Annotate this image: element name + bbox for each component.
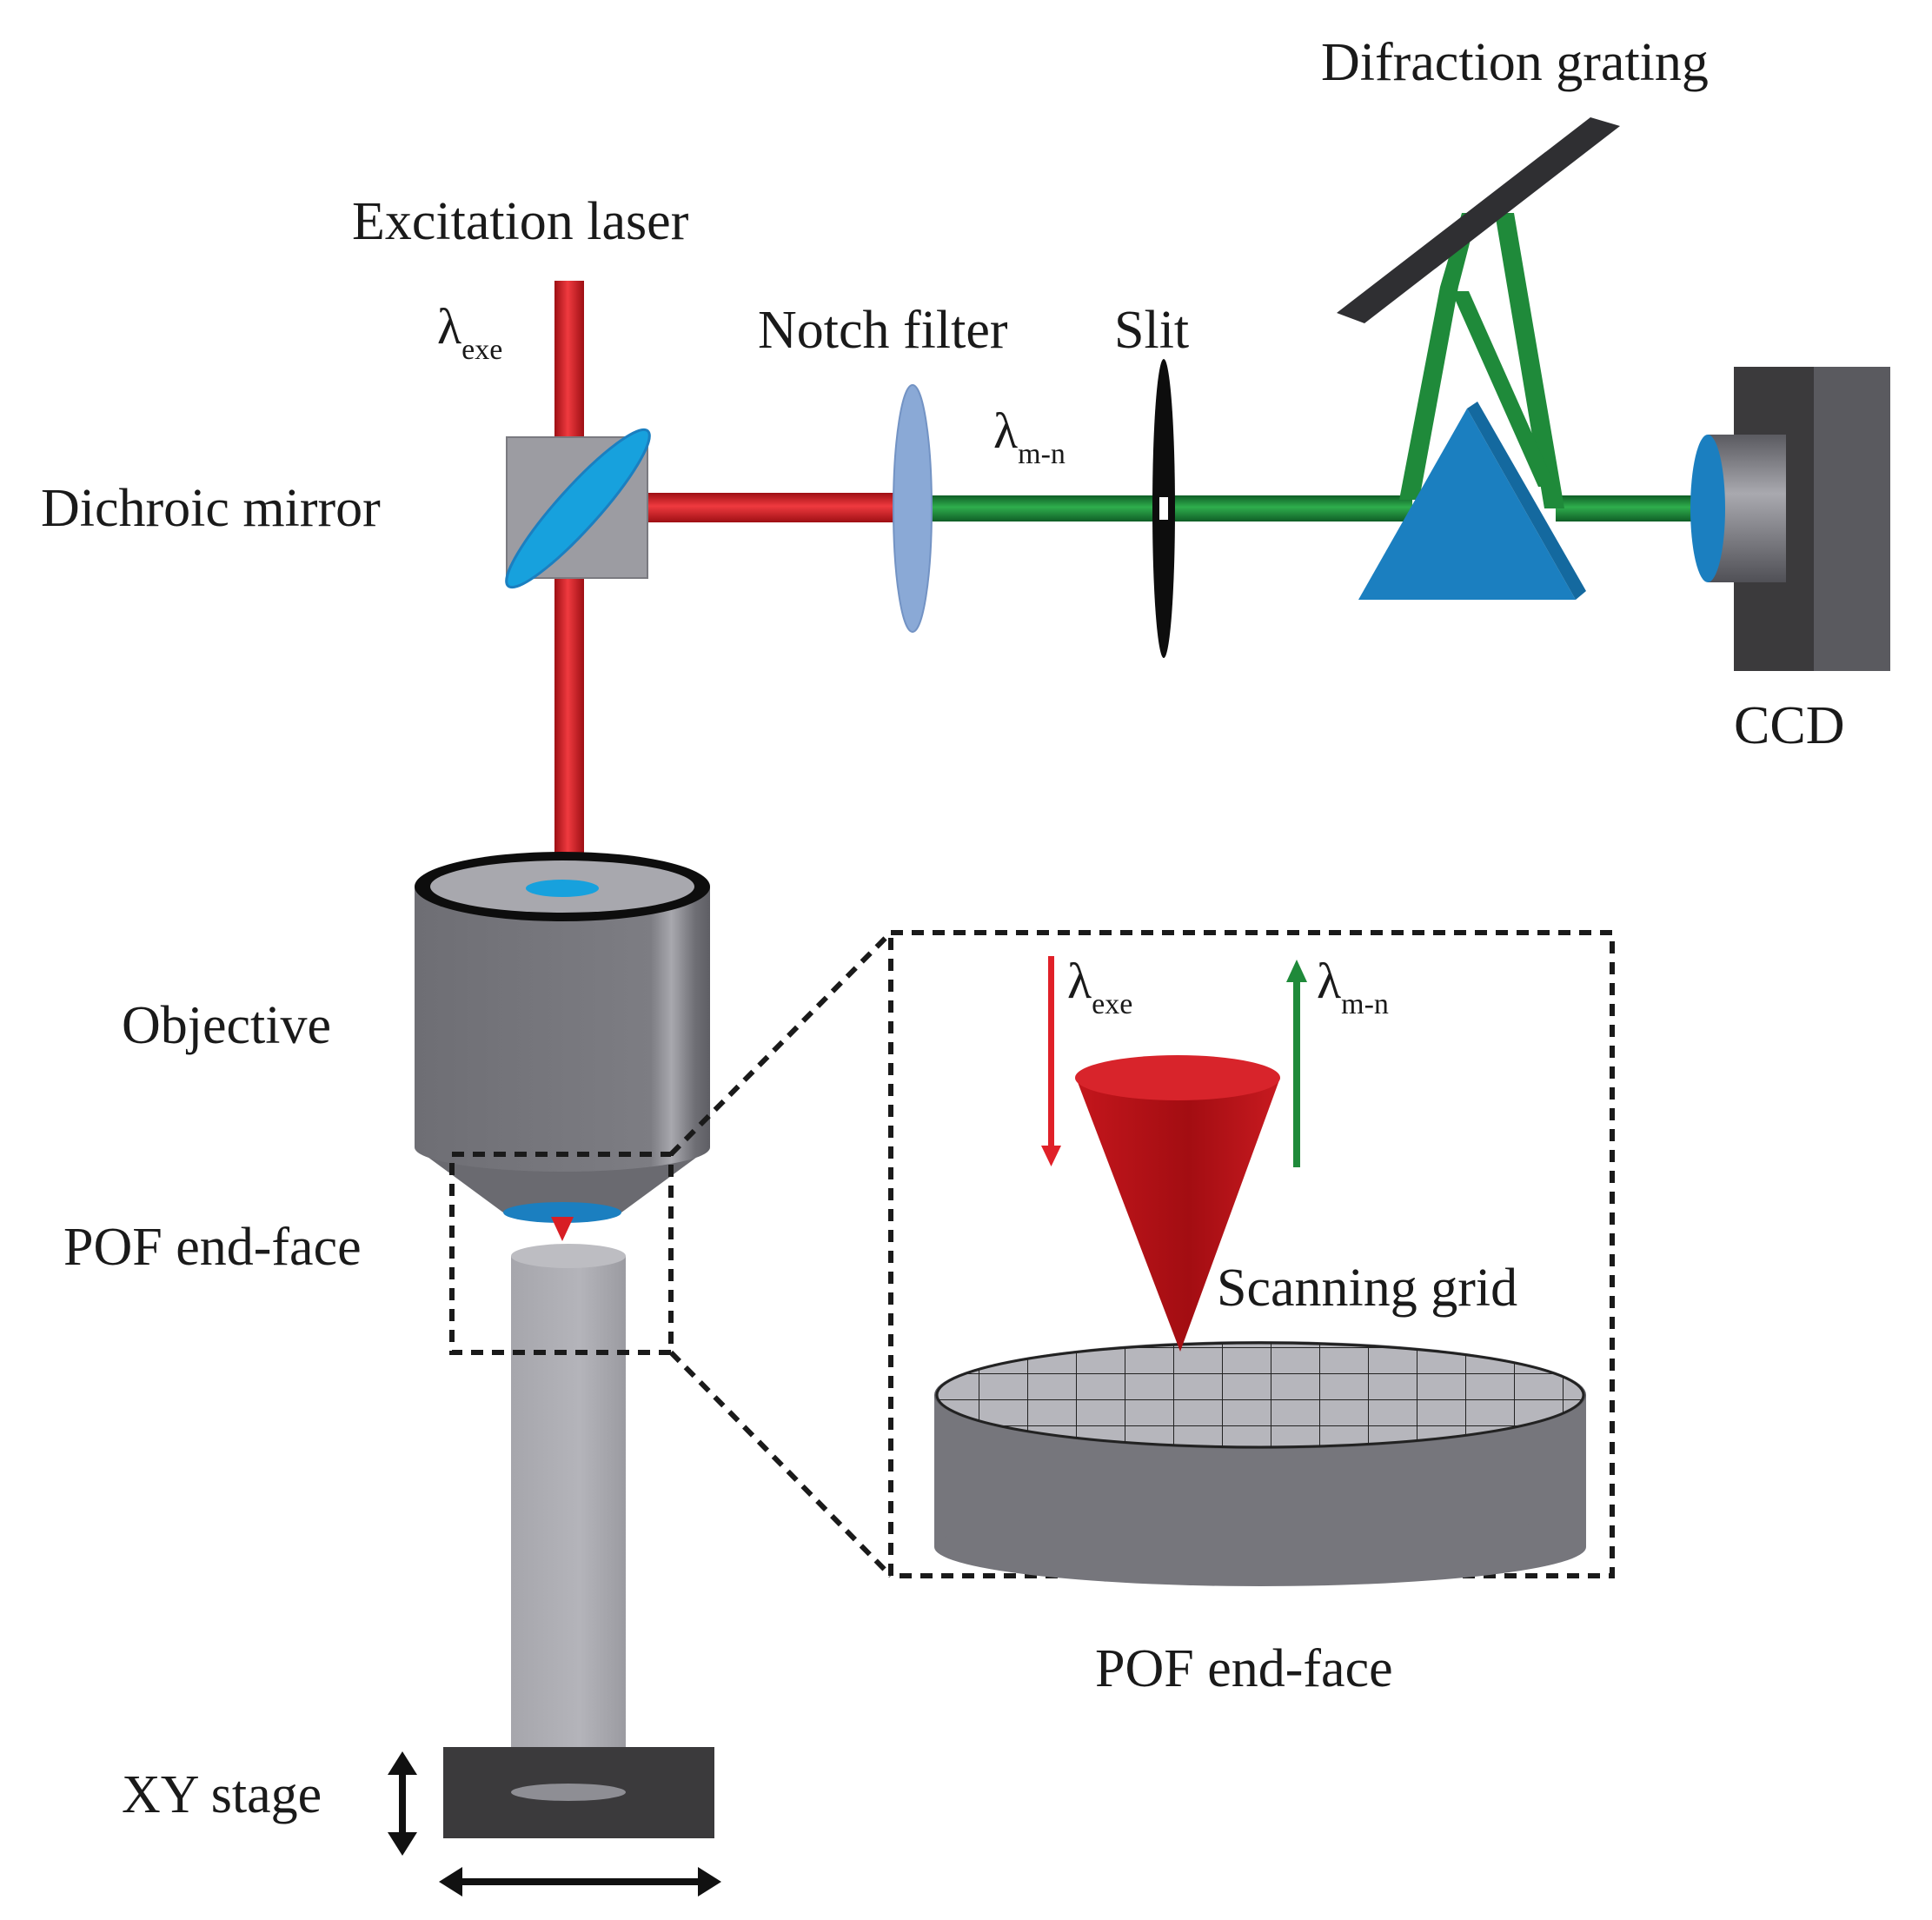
- zoom-region: [449, 930, 1615, 1578]
- label-lambda-mn-top: λm-n: [993, 402, 1066, 470]
- raman-beam-to-grating-c: [1451, 291, 1556, 487]
- label-scanning-grid: Scanning grid: [1217, 1259, 1517, 1318]
- xy-stage-vertical-arrow-icon: [388, 1751, 417, 1856]
- label-ccd: CCD: [1734, 696, 1844, 755]
- xy-stage-horizontal-arrow-icon: [439, 1867, 721, 1897]
- label-excitation-laser: Excitation laser: [352, 192, 689, 251]
- label-lambda-exe-inset: λexe: [1067, 953, 1132, 1020]
- prism-side: [1467, 402, 1586, 600]
- label-lambda-mn-inset: λm-n: [1317, 953, 1389, 1020]
- inset-raman-arrow-icon: [1286, 960, 1307, 1167]
- label-pof-end-face-inset: POF end-face: [1095, 1639, 1393, 1698]
- dichroic-mirror-plate: [505, 428, 651, 589]
- pof-fiber: [511, 1244, 626, 1795]
- diffraction-grating: [1337, 117, 1620, 323]
- label-pof-end-face-left: POF end-face: [63, 1218, 362, 1277]
- raman-beam-to-grating-a: [1399, 287, 1458, 500]
- label-lambda-exe-top: λexe: [437, 298, 502, 366]
- notch-filter-lens: [893, 384, 933, 633]
- objective: [415, 852, 710, 1241]
- slit-opening: [1159, 497, 1168, 520]
- ccd-body-back: [1812, 367, 1890, 671]
- raman-beam-from-grating-b: [1495, 213, 1564, 508]
- ccd-lens: [1690, 435, 1725, 582]
- excitation-beam-vertical: [554, 281, 584, 885]
- label-objective: Objective: [122, 996, 331, 1055]
- label-slit: Slit: [1114, 301, 1189, 360]
- prism: [1358, 409, 1576, 600]
- inset-end-face: [934, 1341, 1586, 1586]
- label-xy-stage: XY stage: [122, 1765, 322, 1824]
- label-dichroic-mirror: Dichroic mirror: [41, 479, 381, 538]
- fiber-base: [511, 1784, 626, 1801]
- inset-excitation-arrow-icon: [1041, 956, 1061, 1166]
- raman-beam-2: [1556, 495, 1716, 522]
- excitation-beam-horizontal: [647, 493, 900, 522]
- label-notch-filter: Notch filter: [758, 301, 1008, 360]
- excitation-cone: [1075, 1055, 1280, 1352]
- label-difraction-grating: Difraction grating: [1321, 33, 1709, 92]
